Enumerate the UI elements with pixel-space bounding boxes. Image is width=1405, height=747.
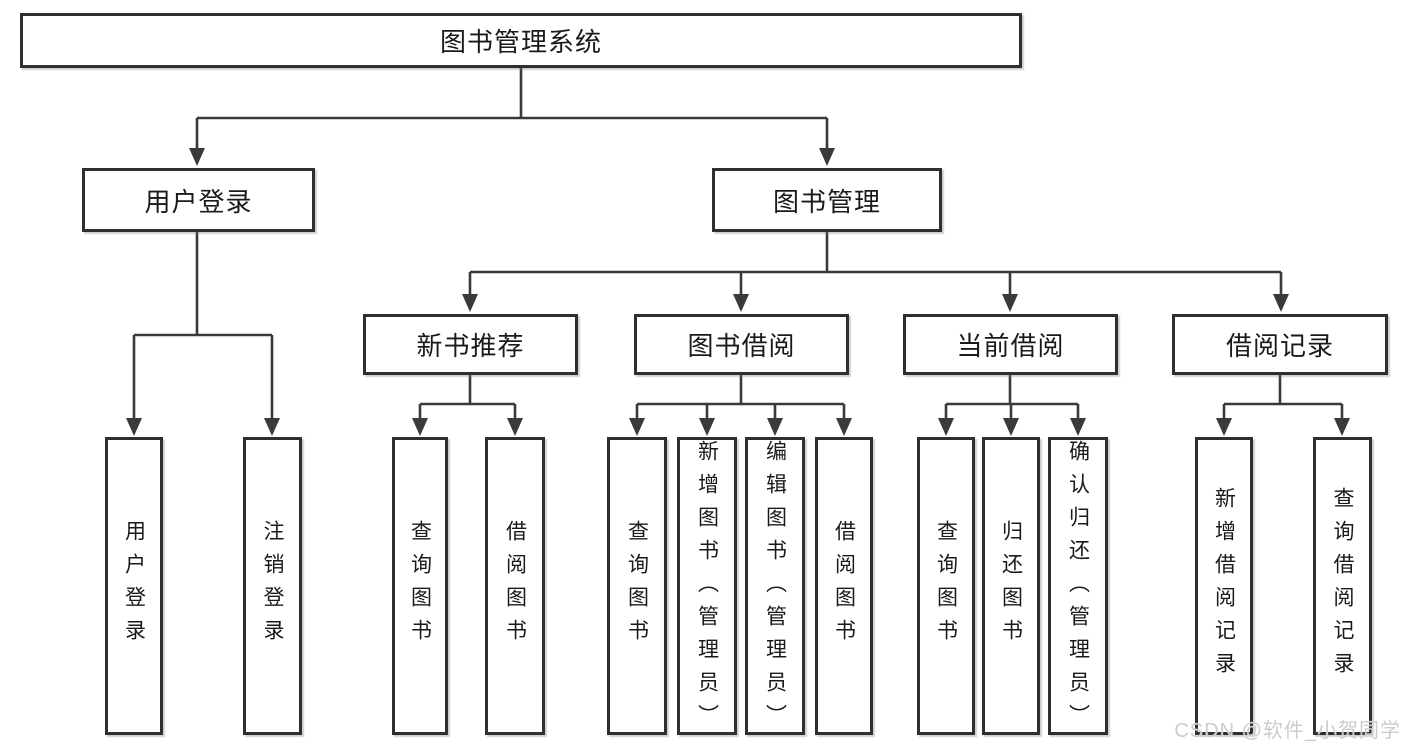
node-label: 图书管理 (772, 186, 881, 217)
node-leaf-confirm-return-admin: 确认归还（管理员） (1048, 437, 1108, 737)
node-label: 归还图书 (999, 520, 1023, 652)
node-label: 用户登录 (144, 186, 253, 217)
node-leaf-borrow-books: 借阅图书 (815, 437, 873, 735)
node-leaf-logout: 注销登录 (243, 437, 302, 735)
node-label: 新增借阅记录 (1212, 487, 1236, 685)
node-label: 编辑图书（管理员） (763, 440, 787, 737)
node-label: 查询借阅记录 (1331, 487, 1354, 685)
node-label: 注销登录 (261, 520, 284, 652)
node-leaf-return-books: 归还图书 (982, 437, 1040, 735)
node-label: 图书管理系统 (439, 27, 602, 57)
node-leaf-user-login: 用户登录 (105, 437, 163, 735)
node-leaf-query-books-current: 查询图书 (917, 437, 975, 735)
csdn-watermark: CSDN @软件_小贺同学 (1174, 720, 1401, 742)
node-label: 借阅记录 (1225, 331, 1334, 361)
node-current-borrow: 当前借阅 (903, 314, 1118, 375)
connector-new-book-recommend-to-leaves (412, 375, 523, 436)
connector-user-login-to-leaves (126, 232, 280, 436)
node-leaf-query-borrow-record: 查询借阅记录 (1313, 437, 1372, 735)
connector-borrow-records-to-leaves (1216, 375, 1350, 436)
node-label: 新增图书（管理员） (695, 440, 719, 737)
node-label: 查询图书 (408, 520, 432, 652)
node-label: 当前借阅 (956, 331, 1065, 361)
node-book-borrow: 图书借阅 (634, 314, 849, 375)
node-leaf-query-books-borrow: 查询图书 (607, 437, 667, 735)
node-leaf-query-books-recommend: 查询图书 (392, 437, 448, 735)
node-borrow-records: 借阅记录 (1172, 314, 1388, 375)
node-label: 查询图书 (625, 520, 649, 652)
node-label: 查询图书 (934, 520, 958, 652)
connector-current-borrow-to-leaves (938, 375, 1086, 436)
node-label: 借阅图书 (503, 520, 527, 652)
connector-root-to-level2 (189, 68, 835, 166)
node-label: 图书借阅 (687, 331, 796, 361)
connector-book-borrow-to-leaves (629, 375, 852, 436)
node-label: 借阅图书 (832, 520, 856, 652)
node-leaf-add-borrow-record: 新增借阅记录 (1195, 437, 1253, 735)
node-leaf-add-books-admin: 新增图书（管理员） (677, 437, 737, 737)
node-book-management: 图书管理 (712, 168, 942, 232)
node-label: 新书推荐 (416, 331, 525, 361)
node-leaf-edit-books-admin: 编辑图书（管理员） (745, 437, 805, 737)
node-label: 用户登录 (122, 520, 146, 652)
node-label: 确认归还（管理员） (1066, 440, 1090, 737)
connector-book-management-to-level3 (462, 232, 1289, 312)
node-leaf-borrow-books-recommend: 借阅图书 (485, 437, 545, 735)
node-new-book-recommend: 新书推荐 (363, 314, 578, 375)
node-library-system: 图书管理系统 (20, 13, 1022, 68)
node-user-login: 用户登录 (82, 168, 315, 232)
